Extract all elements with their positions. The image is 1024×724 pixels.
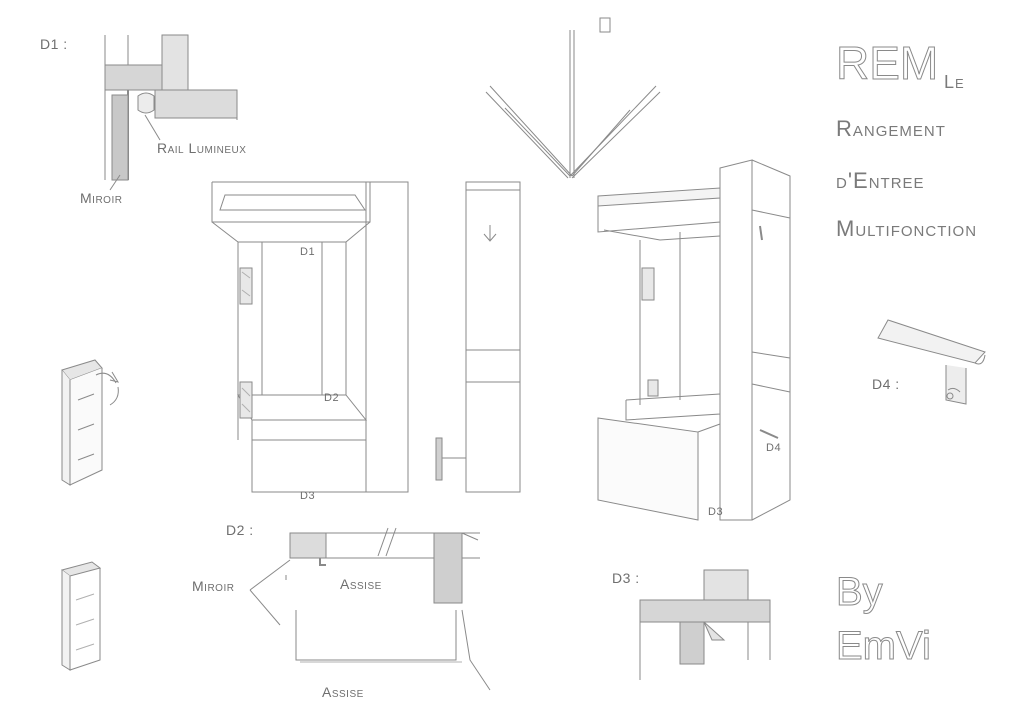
title-line-multifonction: Multifonction [836, 216, 978, 241]
detail-d4-tag: D4 : [872, 376, 900, 392]
d1-miroir-label: Miroir [80, 190, 123, 206]
isometric-view-drawing [597, 159, 791, 521]
detail-d4-drawing [877, 319, 986, 405]
d2-assise-lower-label: Assise [322, 684, 364, 700]
front-view-d2-tag: D2 [324, 392, 340, 404]
title-le: Le [944, 72, 965, 92]
rail-lumineux-label: Rail Lumineux [157, 140, 247, 156]
mirror-panel-drawing [60, 561, 102, 671]
title-rem: REM [835, 37, 939, 90]
front-view-d3-tag: D3 [300, 490, 316, 502]
front-view-drawing [211, 181, 409, 493]
detail-d3-tag: D3 : [612, 570, 640, 586]
detail-d2-tag: D2 : [226, 522, 254, 538]
rotation-fan-drawing [485, 17, 661, 179]
d2-assise-label: Assise [340, 576, 382, 592]
d2-miroir-label: Miroir [192, 578, 235, 594]
iso-view-d4-tag: D4 [766, 442, 782, 454]
detail-d1-drawing [104, 34, 238, 191]
side-view-drawing [435, 181, 521, 493]
hook-hinge-drawing [61, 359, 120, 486]
iso-view-d3-tag: D3 [708, 506, 724, 518]
detail-d2-drawing [249, 527, 491, 691]
detail-d3-drawing [639, 569, 771, 680]
front-view-d1-tag: D1 [300, 246, 316, 258]
title-line-entree: d'Entree [836, 168, 925, 193]
title-line-rangement: Rangement [836, 116, 946, 141]
signature-name: EmVi [836, 624, 932, 669]
signature-by: By [836, 570, 884, 615]
detail-d1-tag: D1 : [40, 36, 68, 52]
